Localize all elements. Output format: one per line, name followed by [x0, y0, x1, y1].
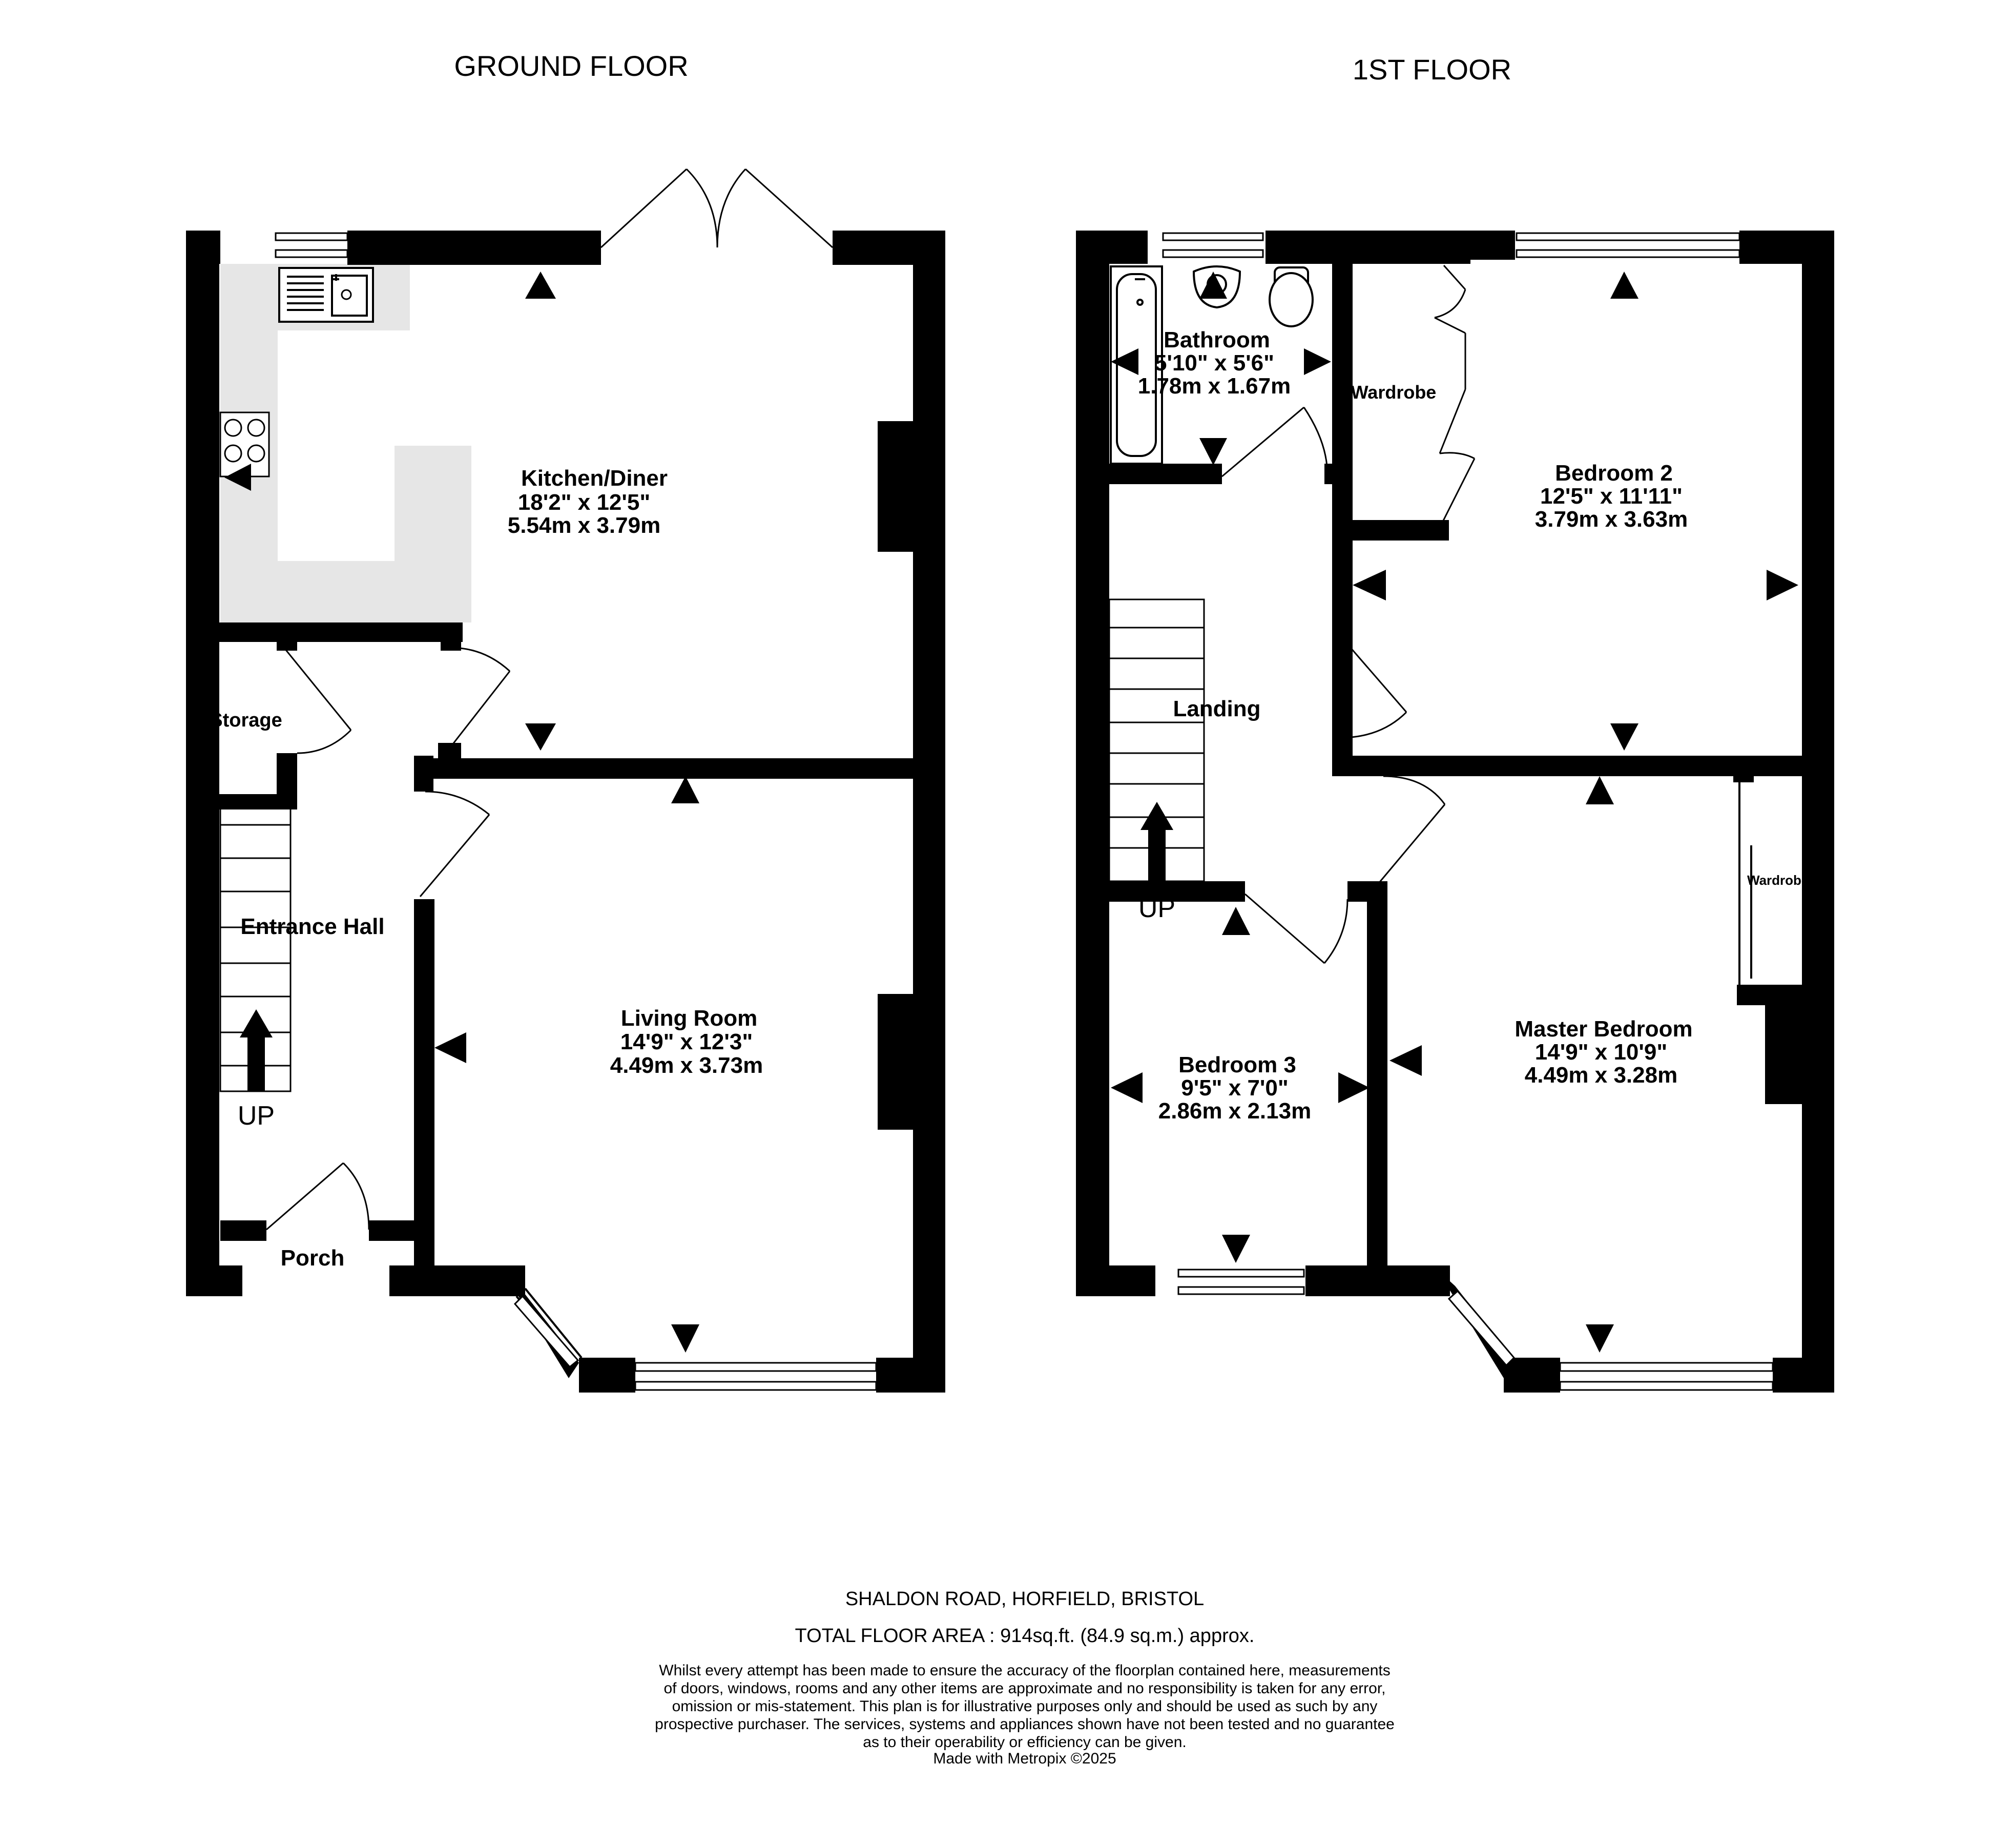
bathroom-label: Bathroom 5'10" x 5'6" 1.78m x 1.67m — [1138, 327, 1291, 399]
first-floor-title: 1ST FLOOR — [1353, 53, 1511, 86]
master-wardrobe-label: Wardrobe — [1747, 873, 1809, 888]
disclaimer-line-1: Whilst every attempt has been made to en… — [659, 1662, 1390, 1679]
svg-text:Master Bedroom: Master Bedroom — [1515, 1016, 1692, 1042]
entrance-hall-label: Entrance Hall — [240, 914, 384, 939]
master-bay-window — [1437, 1270, 1516, 1378]
first-floor-walls — [1076, 231, 1834, 1393]
first-floor-plan: UP — [1076, 231, 1834, 1393]
ground-floor-doors — [266, 647, 511, 1231]
first-floor-windows — [1162, 232, 1774, 1391]
storage-label: Storage — [210, 710, 282, 731]
svg-text:1.78m x 1.67m: 1.78m x 1.67m — [1138, 373, 1291, 399]
svg-text:12'5" x 11'11": 12'5" x 11'11" — [1540, 484, 1683, 509]
svg-text:4.49m x 3.28m: 4.49m x 3.28m — [1525, 1063, 1677, 1088]
first-dimension-arrows — [1111, 272, 1798, 1353]
disclaimer-line-2: of doors, windows, rooms and any other i… — [663, 1680, 1385, 1697]
svg-text:Kitchen/Diner: Kitchen/Diner — [521, 466, 668, 491]
ground-stairs-up-arrow — [240, 1009, 273, 1091]
disclaimer-line-4: prospective purchaser. The services, sys… — [655, 1716, 1395, 1733]
bedroom2-wardrobe-label: Wardrobe — [1351, 382, 1437, 403]
total-floor-area: TOTAL FLOOR AREA : 914sq.ft. (84.9 sq.m.… — [795, 1625, 1255, 1647]
bedroom2-label: Bedroom 2 12'5" x 11'11" 3.79m x 3.63m — [1535, 461, 1688, 532]
sink-icon — [278, 267, 374, 323]
ground-dimension-arrows — [224, 272, 699, 1353]
ground-floor-windows — [275, 232, 877, 1391]
ground-floor-plan: UP — [186, 168, 945, 1393]
svg-text:Bedroom 2: Bedroom 2 — [1555, 461, 1673, 486]
master-bedroom-label: Master Bedroom 14'9" x 10'9" 4.49m x 3.2… — [1515, 1016, 1692, 1088]
bedroom3-label: Bedroom 3 9'5" x 7'0" 2.86m x 2.13m — [1158, 1052, 1311, 1124]
svg-text:14'9" x 12'3": 14'9" x 12'3" — [620, 1029, 753, 1054]
disclaimer-line-3: omission or mis-statement. This plan is … — [672, 1698, 1378, 1715]
metropix-credit: Made with Metropix ©2025 — [933, 1750, 1116, 1767]
svg-text:5.54m x 3.79m: 5.54m x 3.79m — [508, 513, 660, 538]
ground-floor-title: GROUND FLOOR — [454, 50, 688, 82]
first-floor-doors — [1221, 406, 1752, 989]
footer: SHALDON ROAD, HORFIELD, BRISTOL TOTAL FL… — [655, 1588, 1395, 1767]
first-stairs-up-label: UP — [1138, 894, 1175, 923]
svg-text:5'10" x 5'6": 5'10" x 5'6" — [1154, 350, 1274, 376]
svg-text:14'9" x 10'9": 14'9" x 10'9" — [1535, 1040, 1667, 1065]
kitchen-french-doors — [600, 168, 834, 248]
svg-text:4.49m x 3.73m: 4.49m x 3.73m — [610, 1053, 763, 1078]
svg-text:18'2" x 12'5": 18'2" x 12'5" — [518, 490, 650, 515]
wardrobe-label-mask — [1802, 868, 1834, 891]
living-room-label: Living Room 14'9" x 12'3" 4.49m x 3.73m — [610, 1006, 763, 1078]
svg-text:9'5" x 7'0": 9'5" x 7'0" — [1181, 1075, 1288, 1101]
kitchen-diner-label: Kitchen/Diner 18'2" x 12'5" 5.54m x 3.79… — [508, 466, 668, 538]
wc-icon — [1269, 266, 1314, 327]
svg-text:2.86m x 2.13m: 2.86m x 2.13m — [1158, 1098, 1311, 1124]
landing-label: Landing — [1173, 696, 1260, 721]
svg-text:3.79m x 3.63m: 3.79m x 3.63m — [1535, 507, 1688, 532]
bedroom2-wardrobe-doors — [1434, 265, 1476, 528]
disclaimer-line-5: as to their operability or efficiency ca… — [863, 1734, 1186, 1751]
hob-icon — [219, 411, 270, 477]
property-address: SHALDON ROAD, HORFIELD, BRISTOL — [845, 1588, 1204, 1610]
ground-floor-walls — [186, 231, 945, 1393]
svg-text:Bedroom 3: Bedroom 3 — [1178, 1052, 1296, 1077]
porch-label: Porch — [281, 1245, 345, 1271]
ground-stairs-up-label: UP — [238, 1101, 275, 1131]
living-bay-window — [502, 1270, 583, 1378]
svg-text:Bathroom: Bathroom — [1164, 327, 1270, 352]
svg-text:Living Room: Living Room — [621, 1006, 757, 1031]
first-stairs-up-arrow — [1140, 802, 1173, 881]
